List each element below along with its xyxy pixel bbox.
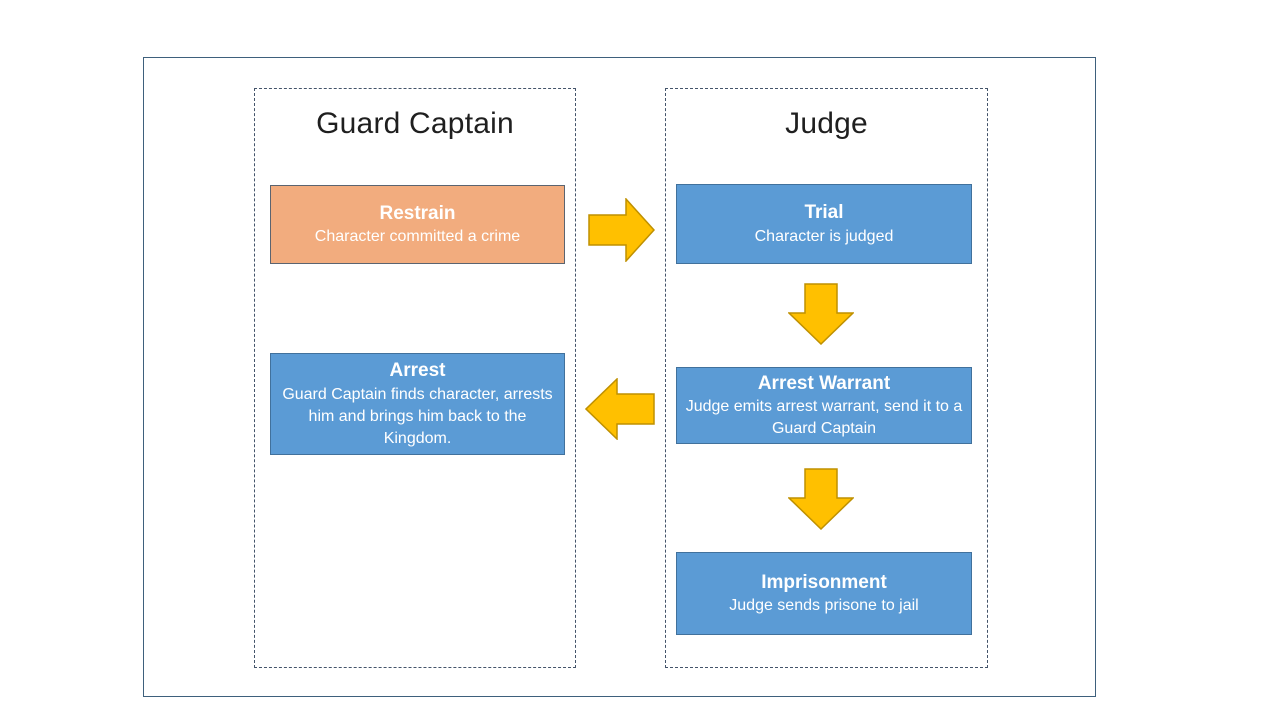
- node-arrest-warrant: Arrest Warrant Judge emits arrest warran…: [676, 367, 972, 444]
- node-title: Trial: [804, 202, 844, 224]
- node-title: Imprisonment: [761, 571, 887, 593]
- node-title: Arrest Warrant: [757, 372, 891, 394]
- node-arrest: Arrest Guard Captain finds character, ar…: [270, 353, 565, 455]
- node-title: Restrain: [379, 202, 456, 224]
- node-description: Guard Captain finds character, arrests h…: [282, 385, 553, 447]
- node-imprisonment: Imprisonment Judge sends prisone to jail: [676, 552, 972, 635]
- node-trial: Trial Character is judged: [676, 184, 972, 264]
- node-description: Character is judged: [754, 227, 894, 245]
- lane-guard-captain: Guard Captain: [254, 88, 576, 668]
- node-description: Judge emits arrest warrant, send it to a…: [685, 398, 963, 438]
- node-restrain: Restrain Character committed a crime: [270, 185, 565, 264]
- arrow-left-icon: [585, 378, 655, 440]
- lane-judge: Judge: [665, 88, 988, 668]
- node-title: Arrest: [389, 360, 446, 382]
- arrow-right-icon: [588, 198, 655, 262]
- arrow-down-icon: [788, 468, 854, 530]
- lane-title-guard-captain: Guard Captain: [316, 107, 514, 140]
- lane-title-judge: Judge: [785, 107, 868, 140]
- node-description: Character committed a crime: [314, 228, 521, 246]
- arrow-down-icon: [788, 283, 854, 345]
- node-description: Judge sends prisone to jail: [729, 597, 919, 615]
